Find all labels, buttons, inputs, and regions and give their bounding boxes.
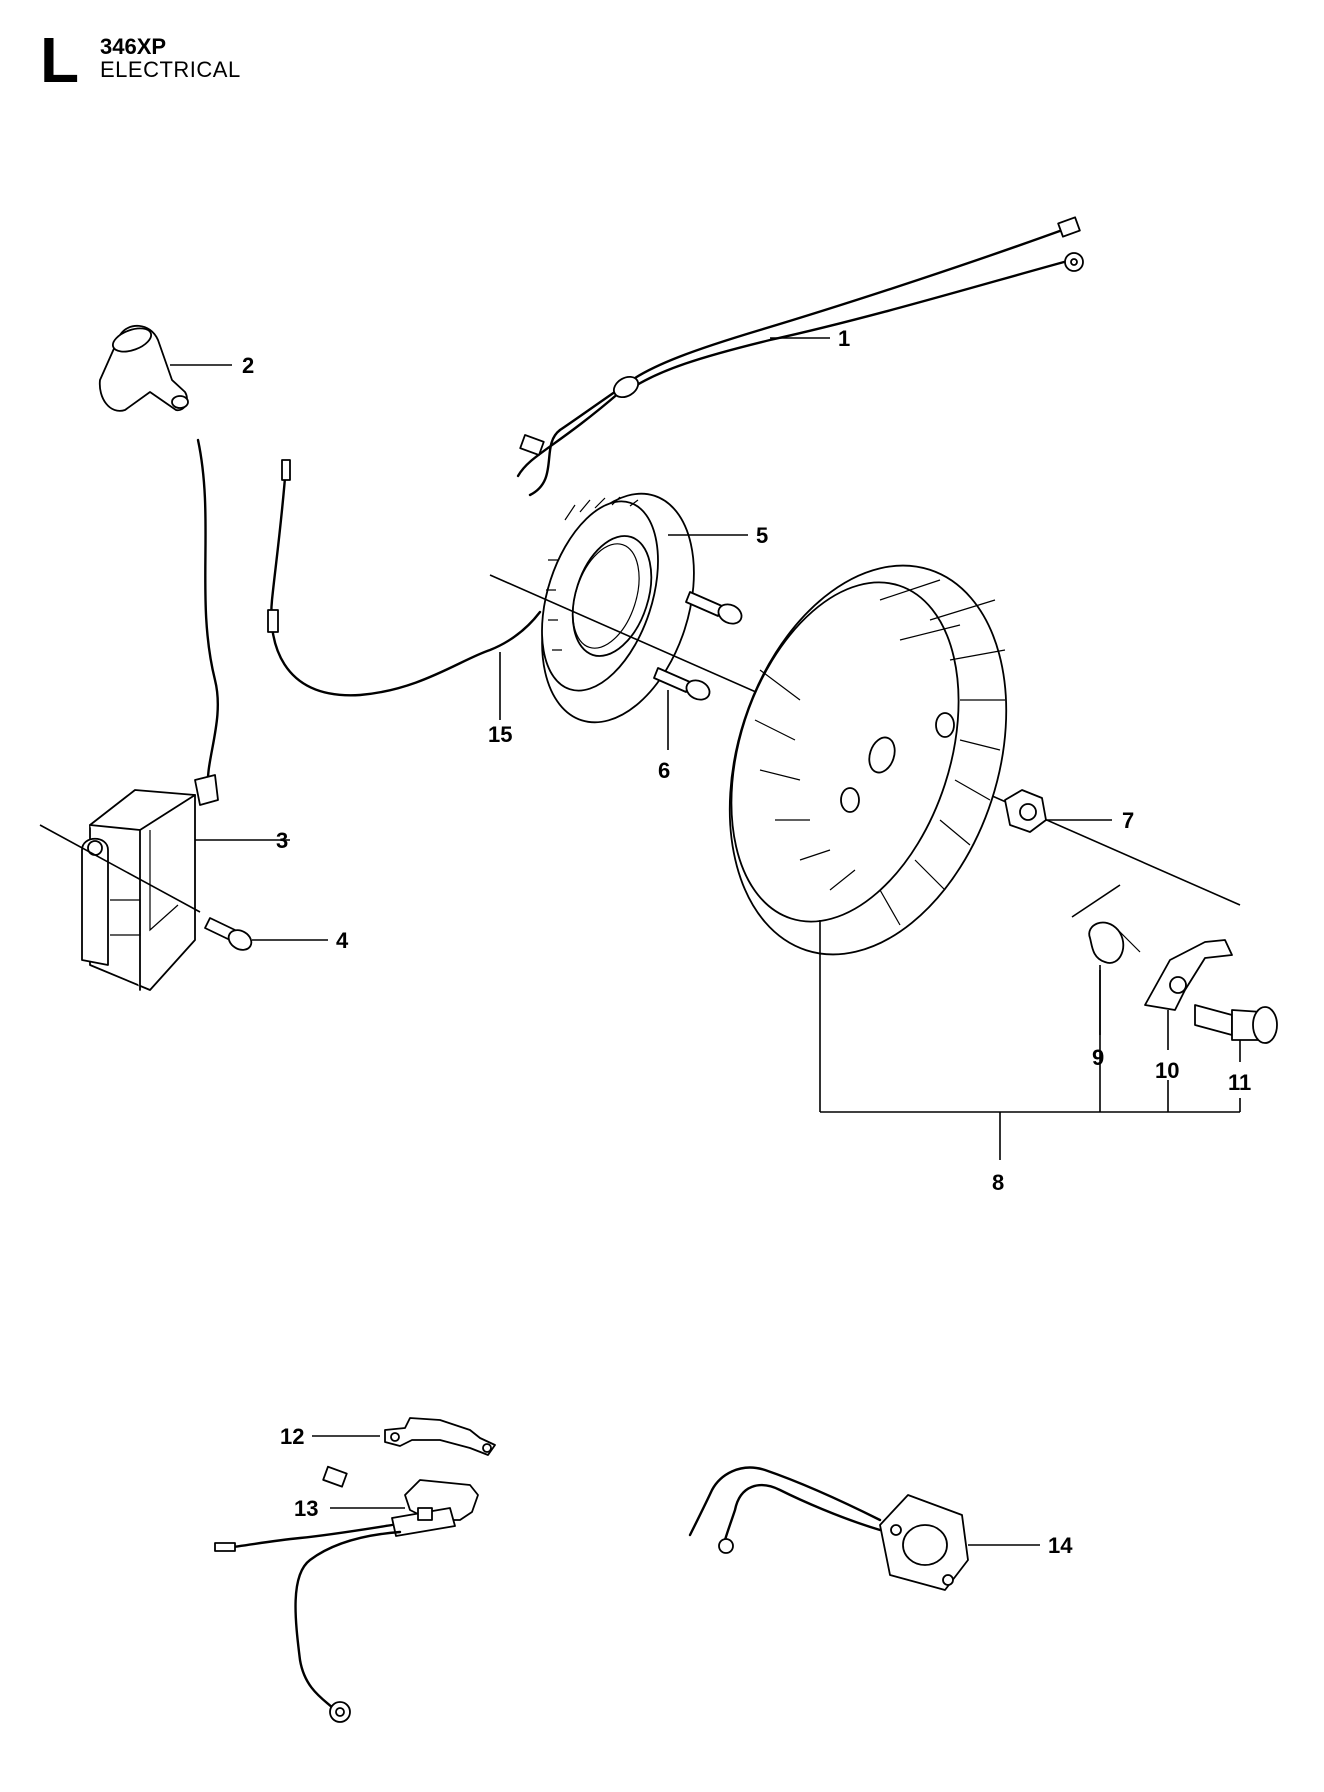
callout-12: 12 (280, 1424, 304, 1449)
callout-7: 7 (1122, 808, 1134, 833)
callout-13: 13 (294, 1496, 318, 1521)
callout-5: 5 (756, 523, 768, 548)
callout-2: 2 (242, 353, 254, 378)
section-title: ELECTRICAL (100, 57, 241, 82)
part-9-spring[interactable]: 9 (1071, 884, 1141, 1070)
part-7-nut[interactable]: 7 (1004, 789, 1134, 833)
callout-4: 4 (336, 928, 349, 953)
callout-15: 15 (488, 722, 512, 747)
part-5-generator-ring[interactable]: 5 (489, 474, 1241, 906)
part-15-ignition-wire[interactable]: 15 (267, 459, 542, 747)
callout-11: 11 (1228, 1070, 1251, 1095)
part-2-spark-plug-cap[interactable]: 2 (98, 324, 254, 412)
part-3-ignition-module[interactable]: 3 (39, 438, 290, 991)
part-11-pawl-bolt[interactable]: 11 (1194, 1004, 1278, 1095)
part-14-gasket-harness[interactable]: 14 (322, 1465, 1073, 1591)
callout-6: 6 (658, 758, 670, 783)
callout-3: 3 (276, 828, 288, 853)
callout-8: 8 (992, 1170, 1004, 1195)
callout-1: 1 (838, 326, 850, 351)
callout-9: 9 (1092, 1045, 1104, 1070)
part-8-flywheel[interactable]: 8 (683, 530, 1241, 1195)
part-4-screw[interactable]: 4 (204, 917, 349, 954)
callout-10: 10 (1155, 1058, 1179, 1083)
callout-14: 14 (1048, 1533, 1073, 1558)
part-12-bracket[interactable]: 12 (280, 1417, 496, 1456)
part-10-pawl[interactable]: 10 (1144, 939, 1233, 1083)
part-6-screws[interactable]: 6 (653, 591, 745, 783)
part-13-connector[interactable]: 13 (214, 1479, 479, 1723)
model-name: 346XP (100, 34, 167, 59)
part-1-wire-harness[interactable]: 1 (516, 216, 1084, 497)
section-letter: L (40, 24, 80, 96)
